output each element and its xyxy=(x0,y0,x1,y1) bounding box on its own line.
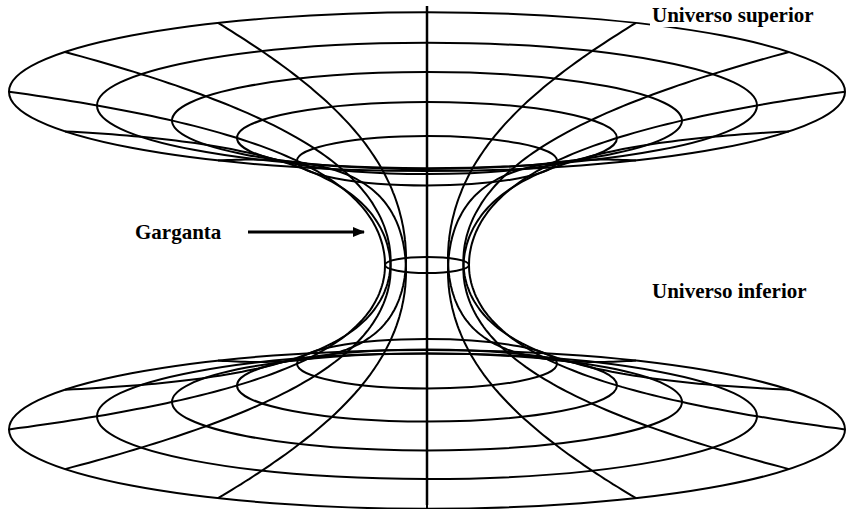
grid-meridian xyxy=(218,160,406,272)
grid-meridian xyxy=(463,131,789,269)
grid-meridian xyxy=(65,269,391,469)
grid-meridian xyxy=(448,258,636,362)
grid-meridian xyxy=(469,265,845,429)
grid-meridian xyxy=(65,131,391,269)
grid-meridian xyxy=(218,272,406,498)
grid-meridian xyxy=(65,261,391,390)
grid-meridian xyxy=(469,92,845,265)
region-label: Universo superior xyxy=(650,3,816,27)
grid-meridian xyxy=(218,258,406,362)
grid-meridian xyxy=(463,52,789,261)
leader-arrow xyxy=(248,231,364,234)
grid-meridian xyxy=(448,160,636,272)
axis-line xyxy=(426,6,429,505)
callout-label: Garganta xyxy=(133,220,223,244)
grid-meridian xyxy=(9,265,385,429)
grid-meridian xyxy=(448,23,636,258)
region-label: Universo inferior xyxy=(650,279,809,303)
grid-meridian xyxy=(9,92,385,265)
grid-meridian xyxy=(65,52,391,261)
